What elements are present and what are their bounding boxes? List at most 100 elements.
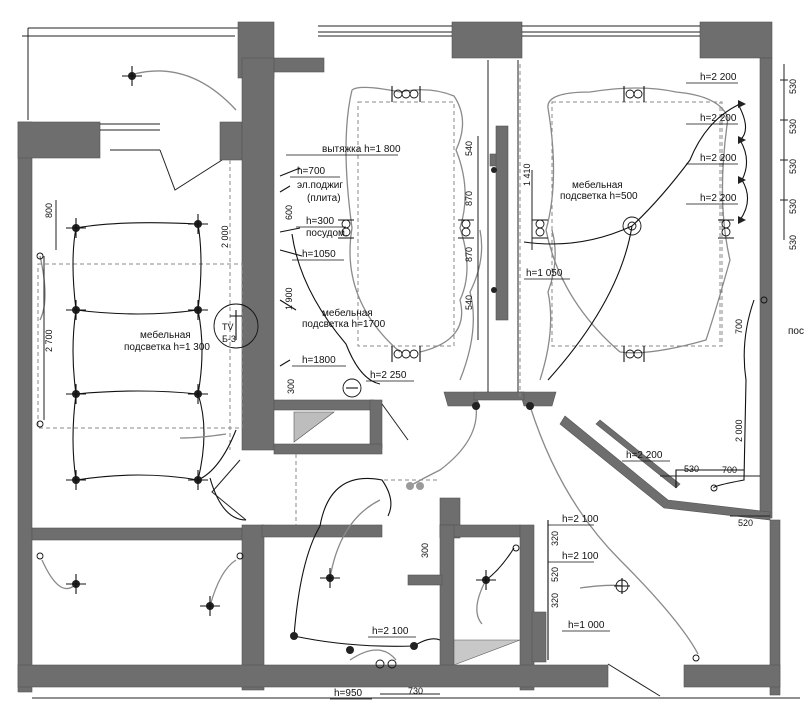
- label-h2200-hall: h=2 200: [626, 450, 663, 461]
- wire-balcony: [133, 70, 237, 111]
- wire-living-edge: [39, 255, 46, 321]
- spot-row: [623, 346, 645, 362]
- label-h2200-4: h=2 200: [700, 193, 737, 204]
- zone-dining: [551, 101, 723, 347]
- spot-row: [718, 219, 734, 239]
- dim-870-a: 870: [464, 191, 474, 206]
- spot-row: [338, 219, 354, 239]
- text-labels: вытяжка h=1 800 h=700 эл.поджиг (плита) …: [124, 72, 804, 700]
- counter-side: [369, 399, 383, 449]
- zone-misc-lines: [295, 454, 440, 525]
- label-h2200-1: h=2 200: [700, 72, 737, 83]
- label-h1050-mid: h=1 050: [526, 268, 563, 279]
- wire-lower-left: [209, 477, 247, 521]
- ceiling-lamp: [66, 218, 86, 238]
- partition-lines: [487, 60, 519, 392]
- counter-door: [381, 403, 409, 441]
- wall-center-vertical: [241, 57, 275, 451]
- spot-row: [458, 219, 474, 239]
- switch-mark: [738, 100, 746, 108]
- balcony-lamp: [122, 66, 142, 86]
- counter-top: [273, 399, 375, 411]
- wall-top-center-pier: [451, 21, 523, 59]
- lower-lamp: [320, 568, 340, 588]
- bath-lamp: [476, 570, 496, 590]
- dim-540-a: 540: [464, 141, 474, 156]
- label-h1000: h=1 000: [568, 620, 605, 631]
- window-top-2: [522, 25, 700, 37]
- dim-730: 730: [408, 686, 423, 696]
- window-top-1: [318, 25, 452, 37]
- window-left-top: [100, 123, 160, 151]
- outlet: [236, 552, 244, 560]
- wall-bath-right: [519, 524, 535, 691]
- label-vytyazhka: вытяжка h=1 800: [322, 144, 401, 155]
- wire-lower-bottom: [293, 635, 441, 647]
- label-h2200-2: h=2 200: [700, 113, 737, 124]
- zone-kitchen: [357, 101, 455, 347]
- wall-left: [17, 121, 33, 693]
- tv-outlet: [213, 303, 259, 349]
- partition-stub: [489, 153, 497, 167]
- switch-mark: [738, 176, 746, 184]
- wall-bath-left: [439, 524, 455, 676]
- wire-kitchen-outlets: [279, 167, 303, 367]
- outlet-group: [375, 659, 397, 669]
- wire-lower-lamp: [329, 499, 381, 579]
- switch-mark: [738, 136, 746, 144]
- label-h2200-3: h=2 200: [700, 153, 737, 164]
- dim-300-b: 300: [420, 543, 430, 558]
- wire-living-cross: [75, 309, 199, 395]
- label-h1050-left: h=1050: [302, 249, 336, 260]
- wall-bottom-right: [683, 664, 781, 688]
- wire-kitchen-left: [345, 89, 401, 353]
- dim-700-h: 700: [722, 465, 737, 475]
- ceiling-lamp: [188, 214, 208, 234]
- hall-lamp: [614, 578, 630, 594]
- outlet: [710, 484, 718, 492]
- wiring: [39, 70, 755, 661]
- wall-top-a: [273, 57, 325, 73]
- wire-lower-grey: [349, 649, 397, 661]
- dim-1900: 1 900: [284, 287, 294, 310]
- bedroom-lamp: [66, 574, 86, 594]
- wall-bath-shelf: [407, 574, 443, 586]
- wire-dining-left: [545, 107, 621, 353]
- dim-2000-left: 2 000: [220, 225, 230, 248]
- walls: [17, 21, 781, 697]
- wire-dining-switch: [631, 103, 741, 227]
- column-lamp: [491, 167, 497, 173]
- lower-lamp: [410, 642, 418, 650]
- balcony-door: [159, 149, 223, 191]
- label-h950: h=950: [334, 688, 363, 699]
- dimension-lines: [32, 64, 800, 699]
- balcony-outline: [27, 27, 238, 120]
- spot-row: [532, 219, 548, 239]
- label-el-podzhig: эл.поджиг: [297, 180, 343, 191]
- switch-mark: [738, 216, 746, 224]
- counter-bottom: [273, 443, 383, 455]
- dim-530-4: 530: [788, 199, 798, 214]
- spot-row: [391, 346, 421, 362]
- wire-kitchen-loop: [351, 86, 468, 353]
- dim-320-a: 320: [550, 531, 560, 546]
- lower-lamp: [290, 632, 298, 640]
- spot-row: [623, 86, 645, 102]
- dim-530-1: 530: [788, 79, 798, 94]
- label-posudom: посудом.: [306, 228, 348, 239]
- zone-living: [37, 263, 243, 429]
- label-mebel-1300-b: подсветка h=1 300: [124, 342, 210, 353]
- wire-living-grey: [179, 433, 227, 439]
- outlet: [36, 420, 44, 428]
- label-mebel-1300-a: мебельная: [140, 329, 191, 341]
- bedroom-lamp: [200, 596, 220, 616]
- label-h2100-b: h=2 100: [562, 551, 599, 562]
- column-lamp: [526, 402, 534, 410]
- dim-2000-r: 2 000: [734, 419, 744, 442]
- label-h2250: h=2 250: [370, 370, 407, 381]
- label-tv: TV: [222, 322, 234, 332]
- ceiling-lamp: [66, 384, 86, 404]
- partition-vertical: [495, 125, 509, 321]
- label-h700: h=700: [297, 166, 326, 177]
